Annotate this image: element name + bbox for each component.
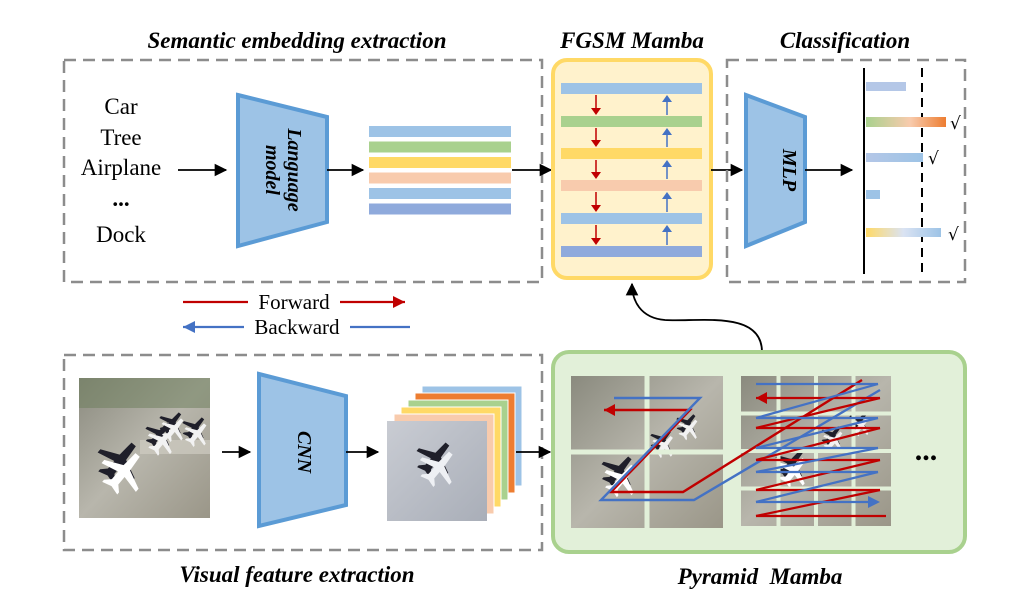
backward-scan-arrowhead	[662, 225, 672, 232]
fgsm-token-bar	[561, 213, 702, 224]
airplane-shape	[97, 442, 140, 495]
embedding-bar	[369, 188, 511, 199]
fgsm-token-bar	[561, 148, 702, 159]
checkmark-2: √	[928, 149, 939, 169]
backward-scan-arrowhead	[662, 128, 672, 135]
pyramid-section-title: Pyramid Mamba	[677, 564, 843, 589]
fine-backward-scan-segment	[755, 470, 879, 504]
embedding-bar	[369, 172, 511, 184]
embedding-bar	[369, 126, 511, 137]
feature-maps	[387, 385, 523, 521]
airplane-shape	[182, 417, 207, 448]
semantic-section-title: Semantic embedding extraction	[148, 28, 447, 53]
mlp-block	[744, 92, 807, 249]
backward-scan-arrowhead	[662, 95, 672, 102]
forward-scan-arrowhead	[591, 238, 601, 245]
forward-scan-arrowhead	[591, 108, 601, 115]
class-word-airplane: Airplane	[81, 155, 161, 180]
classification-section-title: Classification	[780, 28, 910, 53]
forward-legend-label: Forward	[258, 290, 330, 314]
fine-backward-arrowhead	[868, 496, 880, 508]
cnn-label: CNN	[293, 431, 315, 475]
fine-backward-scan-segment	[755, 446, 879, 474]
checkmark-1: √	[950, 114, 961, 134]
text-embeddings	[369, 126, 511, 215]
classification-box	[725, 58, 967, 284]
forward-scan-arrowhead	[591, 172, 601, 179]
fgsm-section-title: FGSM Mamba	[559, 28, 704, 53]
pyramid-ellipsis: ...	[915, 434, 938, 467]
svg-text:model: model	[261, 145, 283, 195]
airplane-shape	[416, 442, 453, 488]
language-model-block	[236, 92, 329, 249]
fgsm-token-bar	[561, 83, 702, 94]
forward-legend-arrowhead	[393, 296, 405, 308]
class-word-ellipsis: ...	[112, 186, 129, 211]
svg-text:Language: Language	[283, 127, 305, 211]
fgsm-token-bar	[561, 116, 702, 127]
visual-section-title: Visual feature extraction	[179, 562, 414, 587]
language-model-label: Language model	[261, 127, 305, 211]
fine-backward-scan-segment	[755, 416, 879, 450]
coarse-forward-arrowhead	[604, 404, 615, 416]
backward-scan-arrowhead	[662, 192, 672, 199]
class-word-tree: Tree	[100, 125, 141, 150]
coarse-backward-scan	[598, 388, 881, 502]
fgsm-token-bar	[561, 180, 702, 191]
fine-backward-scan-segment	[755, 382, 879, 420]
embedding-bar	[369, 141, 511, 153]
embedding-bar	[369, 157, 511, 168]
backward-scan-arrowhead	[662, 160, 672, 167]
score-bar-3	[866, 153, 923, 162]
backward-legend-arrowhead	[183, 321, 195, 333]
fgsm-token-bars	[561, 83, 702, 257]
airplane-shape	[159, 412, 184, 443]
cnn-block	[257, 371, 348, 529]
backward-legend-label: Backward	[254, 315, 340, 339]
fgsm-scan-arrows	[591, 95, 672, 245]
fgsm-token-bar	[561, 246, 702, 257]
embedding-bar	[369, 203, 511, 215]
checkmark-3: √	[948, 225, 959, 245]
fine-forward-scan-segment	[755, 426, 881, 462]
forward-scan-arrowhead	[591, 140, 601, 147]
fine-forward-scan-segment	[755, 396, 881, 430]
score-bar-1	[866, 82, 906, 91]
aerial-image	[79, 378, 210, 518]
class-word-dock: Dock	[96, 222, 146, 247]
forward-scan-arrowhead	[591, 205, 601, 212]
fine-forward-arrowhead	[756, 392, 767, 404]
class-word-car: Car	[104, 94, 138, 119]
score-bar-4	[866, 190, 880, 199]
mlp-label: MLP	[778, 148, 800, 192]
pyramid-to-fgsm-arrow	[625, 282, 763, 353]
fine-forward-scan-segment	[755, 458, 881, 492]
score-bar-2	[866, 117, 946, 127]
coarse-forward-scan	[604, 378, 863, 494]
score-bar-5	[866, 228, 941, 237]
pyramid-scan-paths	[598, 378, 886, 518]
